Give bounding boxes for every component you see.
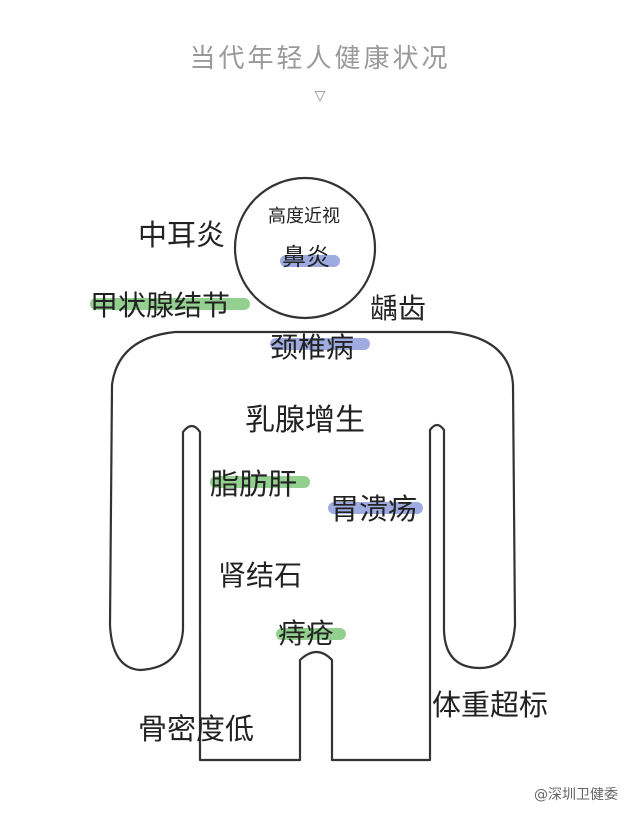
label-overweight: 体重超标 [432, 688, 549, 722]
label-caries: 龋齿 [370, 292, 427, 325]
watermark: @深圳卫健委 [534, 787, 618, 803]
label-myopia: 高度近视 [268, 206, 340, 227]
head-outline [233, 176, 377, 320]
label-bone-density: 骨密度低 [138, 712, 255, 746]
torso-outline [108, 330, 517, 762]
label-kidney-stone: 肾结石 [218, 559, 303, 592]
label-hemorrhoids: 痔疮 [278, 617, 335, 650]
label-otitis: 中耳炎 [138, 218, 226, 252]
label-fatty-liver: 脂肪肝 [210, 467, 298, 501]
label-ulcer: 胃溃疡 [330, 492, 418, 526]
label-rhinitis: 鼻炎 [282, 243, 330, 271]
label-thyroid: 甲状腺结节 [90, 289, 231, 322]
down-triangle-icon: ▽ [314, 88, 326, 104]
label-cervical: 颈椎病 [270, 331, 355, 364]
label-breast: 乳腺增生 [245, 403, 365, 438]
page-title: 当代年轻人健康状况 [189, 44, 451, 74]
